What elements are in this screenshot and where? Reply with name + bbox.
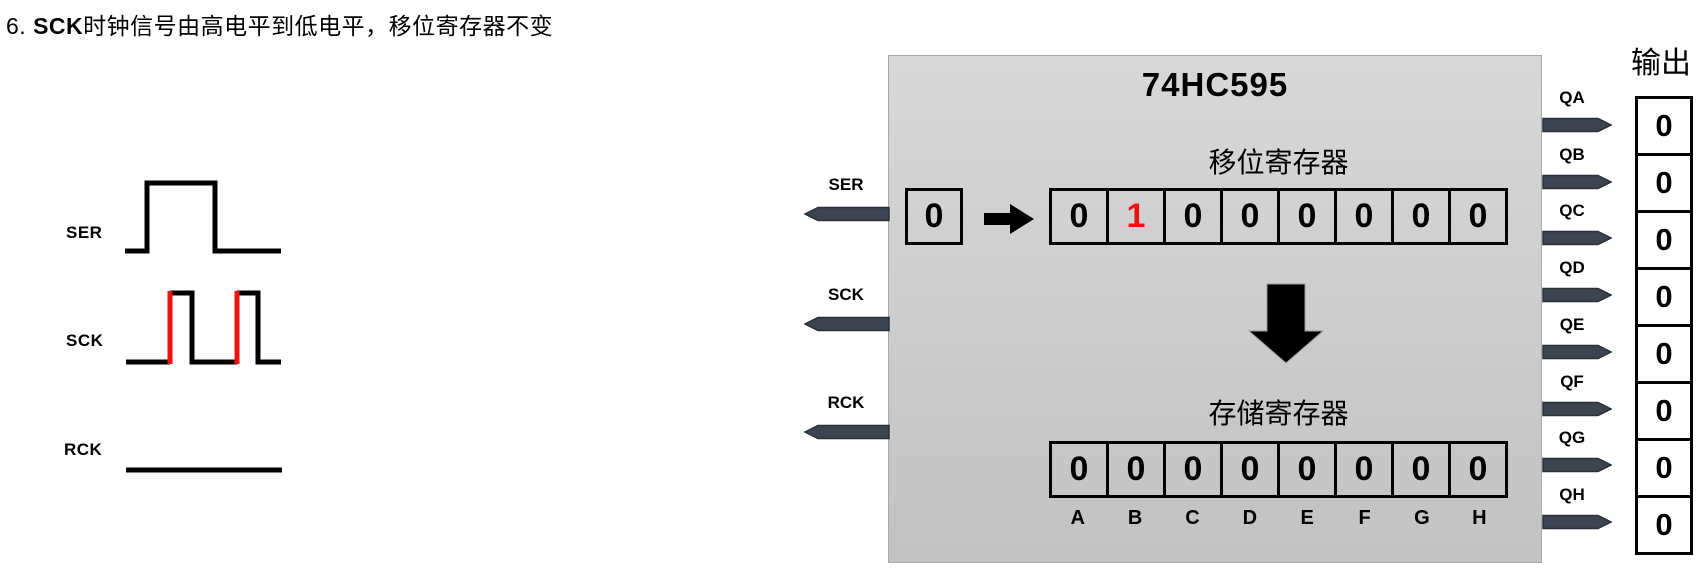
pin-label-qf: QF bbox=[1560, 372, 1584, 391]
shift-register-cell: 0 bbox=[1166, 191, 1223, 242]
pin-arrow-qe-icon bbox=[1542, 344, 1612, 360]
output-cell: 0 bbox=[1635, 96, 1693, 156]
storage-register-cell: 0 bbox=[1052, 444, 1109, 495]
pin-arrow-qh-icon bbox=[1542, 514, 1612, 530]
heading-number: 6. bbox=[6, 13, 34, 39]
pin-arrow-qg-icon bbox=[1542, 457, 1612, 473]
storage-register-cell: 0 bbox=[1280, 444, 1337, 495]
timing-diagram bbox=[125, 180, 282, 473]
wave-label-sck: SCK bbox=[66, 331, 104, 350]
ser-waveform bbox=[125, 180, 281, 254]
heading-text: 时钟信号由高电平到低电平，移位寄存器不变 bbox=[83, 13, 554, 39]
output-cell: 0 bbox=[1635, 438, 1693, 498]
output-cell: 0 bbox=[1635, 210, 1693, 270]
pin-arrow-qb-icon bbox=[1542, 174, 1612, 190]
pin-arrow-ser-icon bbox=[804, 206, 890, 222]
output-cell: 0 bbox=[1635, 324, 1693, 384]
pin-label-qg: QG bbox=[1558, 428, 1586, 447]
bit-label-f: F bbox=[1358, 507, 1371, 529]
shift-register-cell: 0 bbox=[1337, 191, 1394, 242]
heading: 6. SCK时钟信号由高电平到低电平，移位寄存器不变 bbox=[6, 7, 553, 41]
shift-register-cell: 0 bbox=[1223, 191, 1280, 242]
bit-label-e: E bbox=[1300, 507, 1314, 529]
shift-register-cell: 0 bbox=[1052, 191, 1109, 242]
shift-register-cell: 1 bbox=[1109, 191, 1166, 242]
pin-label-qe: QE bbox=[1559, 315, 1585, 334]
pin-arrow-qf-icon bbox=[1542, 401, 1612, 417]
shift-register-cell: 0 bbox=[1394, 191, 1451, 242]
pin-label-sck: SCK bbox=[828, 285, 864, 304]
pin-arrow-qa-icon bbox=[1542, 117, 1612, 133]
storage-register-cell: 0 bbox=[1394, 444, 1451, 495]
bit-label-b: B bbox=[1127, 507, 1143, 529]
storage-register-cell: 0 bbox=[1109, 444, 1166, 495]
bit-label-a: A bbox=[1070, 507, 1085, 529]
storage-register-cell: 0 bbox=[1166, 444, 1223, 495]
bit-label-d: D bbox=[1242, 507, 1258, 529]
output-cell: 0 bbox=[1635, 267, 1693, 327]
storage-bit-labels: A B C D E F G H bbox=[1049, 507, 1508, 530]
pin-arrow-rck-icon bbox=[804, 424, 890, 440]
storage-register-cell: 0 bbox=[1223, 444, 1280, 495]
output-cell: 0 bbox=[1635, 153, 1693, 213]
output-cell: 0 bbox=[1635, 381, 1693, 441]
serial-input-cell: 0 bbox=[905, 188, 963, 245]
pin-label-qa: QA bbox=[1559, 88, 1585, 107]
output-cell: 0 bbox=[1635, 495, 1693, 555]
pin-label-qc: QC bbox=[1559, 201, 1585, 220]
bit-label-g: G bbox=[1414, 507, 1430, 529]
pin-label-ser: SER bbox=[828, 175, 864, 194]
shift-register-cell: 0 bbox=[1468, 197, 1488, 235]
chip-title: 74HC595 bbox=[1141, 66, 1289, 103]
bit-label-h: H bbox=[1472, 507, 1487, 529]
heading-signal-name: SCK bbox=[33, 13, 84, 39]
bit-label-c: C bbox=[1185, 507, 1200, 529]
wave-label-rck: RCK bbox=[64, 440, 103, 459]
storage-register-label: 存储寄存器 bbox=[1208, 398, 1349, 429]
down-arrow-icon bbox=[1248, 283, 1324, 364]
pin-arrow-qd-icon bbox=[1542, 287, 1612, 303]
pin-label-qd: QD bbox=[1559, 258, 1585, 277]
pin-label-qb: QB bbox=[1559, 145, 1585, 164]
pin-label-qh: QH bbox=[1559, 485, 1585, 504]
wave-label-ser: SER bbox=[66, 223, 103, 242]
shift-register-label: 移位寄存器 bbox=[1208, 147, 1349, 178]
pin-arrow-qc-icon bbox=[1542, 230, 1612, 246]
pin-label-rck: RCK bbox=[827, 393, 865, 412]
storage-register-cell: 0 bbox=[1468, 450, 1488, 488]
feed-arrow-icon bbox=[984, 204, 1034, 234]
shift-register-cell: 0 bbox=[1280, 191, 1337, 242]
pin-arrow-sck-icon bbox=[804, 316, 890, 332]
storage-register-cell: 0 bbox=[1337, 444, 1394, 495]
output-panel-label: 输出 bbox=[1631, 47, 1691, 80]
